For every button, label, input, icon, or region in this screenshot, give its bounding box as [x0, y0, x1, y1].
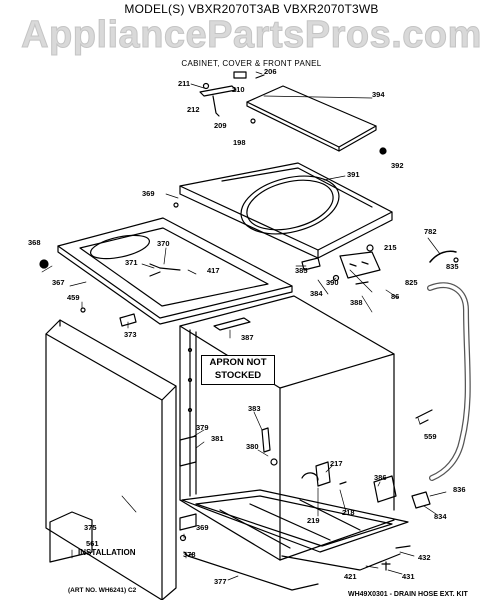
- part-459: 459: [67, 293, 80, 302]
- part-217: 217: [330, 459, 343, 468]
- part-392: 392: [391, 161, 404, 170]
- section-title: CABINET, COVER & FRONT PANEL: [181, 59, 322, 68]
- part-384: 384: [310, 289, 323, 298]
- part-380: 380: [246, 442, 259, 451]
- part-379: 379: [196, 423, 209, 432]
- part-377: 377: [214, 577, 227, 586]
- part-381: 381: [211, 434, 224, 443]
- part-385: 385: [295, 266, 308, 275]
- part-368: 368: [28, 238, 41, 247]
- art-number: (ART NO. WH6241) C2: [68, 587, 137, 594]
- part-834: 834: [434, 512, 447, 521]
- part-383: 383: [248, 404, 261, 413]
- part-212: 212: [187, 105, 200, 114]
- apron-note-line2: STOCKED: [214, 370, 262, 381]
- cabinet-base: [179, 489, 411, 591]
- part-369: 369: [142, 189, 155, 198]
- part-391: 391: [347, 170, 360, 179]
- part-198: 198: [233, 138, 246, 147]
- part-559: 559: [424, 432, 437, 441]
- top-cover-lid: [246, 85, 377, 152]
- drain-hose: [411, 250, 471, 509]
- part-782: 782: [424, 227, 437, 236]
- model-title: MODEL(S) VBXR2070T3AB VBXR2070T3WB: [124, 2, 379, 16]
- part-387: 387: [241, 333, 254, 342]
- part-219: 219: [307, 516, 320, 525]
- part-432: 432: [418, 553, 431, 562]
- apron-not-stocked-note: APRON NOT STOCKED: [201, 355, 275, 385]
- part-421: 421: [344, 572, 357, 581]
- part-215: 215: [384, 243, 397, 252]
- part-378: 378: [183, 550, 196, 559]
- part-210: 210: [232, 85, 245, 94]
- part-370: 370: [157, 239, 170, 248]
- drain-hose-kit-label: WH49X0301 - DRAIN HOSE EXT. KIT: [348, 591, 468, 598]
- cabinet-body: [179, 295, 397, 561]
- part-431: 431: [402, 572, 415, 581]
- part-561: 561: [86, 539, 99, 548]
- part-375: 375: [84, 523, 97, 532]
- part-836: 836: [453, 485, 466, 494]
- part-390: 390: [326, 278, 339, 287]
- upper-frame: [39, 202, 293, 325]
- part-86: 86: [391, 292, 400, 301]
- part-373: 373: [124, 330, 137, 339]
- part-835: 835: [446, 262, 459, 271]
- part-825: 825: [405, 278, 418, 287]
- part-209: 209: [214, 121, 227, 130]
- part-369b: 369: [196, 523, 209, 532]
- part-417: 417: [207, 266, 220, 275]
- part-386: 386: [374, 473, 387, 482]
- clip-hardware: [80, 263, 187, 542]
- part-394: 394: [372, 90, 385, 99]
- console-hardware: [301, 244, 381, 285]
- site-watermark: AppliancePartsPros.com: [21, 14, 482, 57]
- part-218: 218: [342, 508, 355, 517]
- part-206: 206: [264, 67, 277, 76]
- part-211: 211: [178, 79, 191, 88]
- installation-label: INSTALLATION: [78, 548, 136, 557]
- part-367: 367: [52, 278, 65, 287]
- front-panel: [45, 319, 177, 600]
- lid-hinge-hardware: [199, 71, 387, 155]
- part-371: 371: [125, 258, 138, 267]
- part-388: 388: [350, 298, 363, 307]
- leader-lines: [41, 71, 447, 581]
- apron-note-line1: APRON NOT: [209, 357, 267, 368]
